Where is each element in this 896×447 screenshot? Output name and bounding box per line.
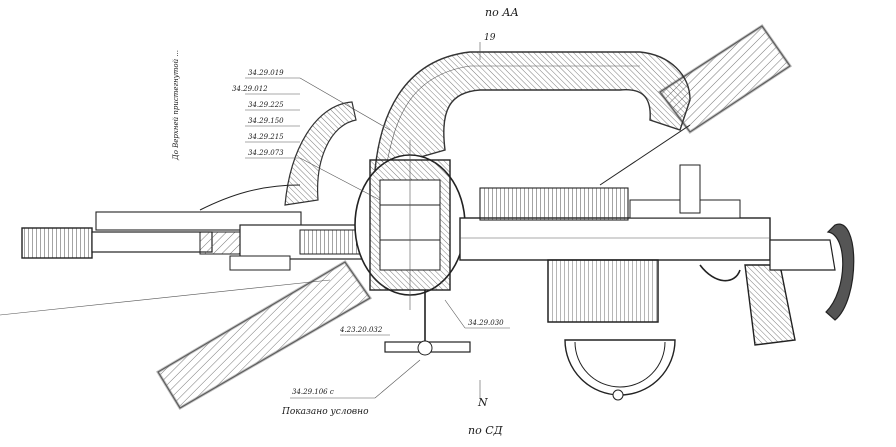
leader-ref-6: 34.29.073	[248, 149, 284, 157]
magazine	[547, 259, 659, 323]
marker-n: N	[477, 396, 488, 409]
leader-lines	[0, 42, 510, 399]
receiver-drum	[354, 140, 466, 310]
ref-lower-right: 34.29.030	[468, 319, 504, 327]
barrel	[21, 211, 371, 271]
sight-scale	[564, 339, 676, 401]
view-label-top: по АА	[485, 6, 519, 19]
view-label-bottom: по СД	[468, 424, 504, 437]
lower-left-diagonal-stock	[155, 260, 373, 411]
ref-lower-left: 4.23.20.032	[339, 326, 383, 334]
carrying-handle	[374, 51, 691, 171]
receiver-body	[459, 164, 771, 261]
lower-mount-handle	[384, 290, 471, 356]
butt-plate	[825, 223, 855, 321]
upper-left-grip	[199, 101, 357, 211]
caption-bottom: Показано условно	[281, 407, 369, 417]
top-ref: 19	[484, 33, 496, 43]
ref-bottom: 34.29.106 с	[292, 388, 334, 396]
upper-right-diagonal-stock	[599, 23, 793, 186]
pistol-grip	[699, 239, 836, 346]
leader-ref-4: 34.29.150	[248, 117, 284, 125]
leader-ref-2: 34.29.012	[232, 85, 268, 93]
leader-ref-3: 34.29.225	[248, 101, 284, 109]
leader-ref-5: 34.29.215	[248, 133, 284, 141]
leader-ref-1: 34.29.019	[248, 69, 284, 77]
side-note: До Верхней пристегнутой ...	[172, 50, 180, 161]
